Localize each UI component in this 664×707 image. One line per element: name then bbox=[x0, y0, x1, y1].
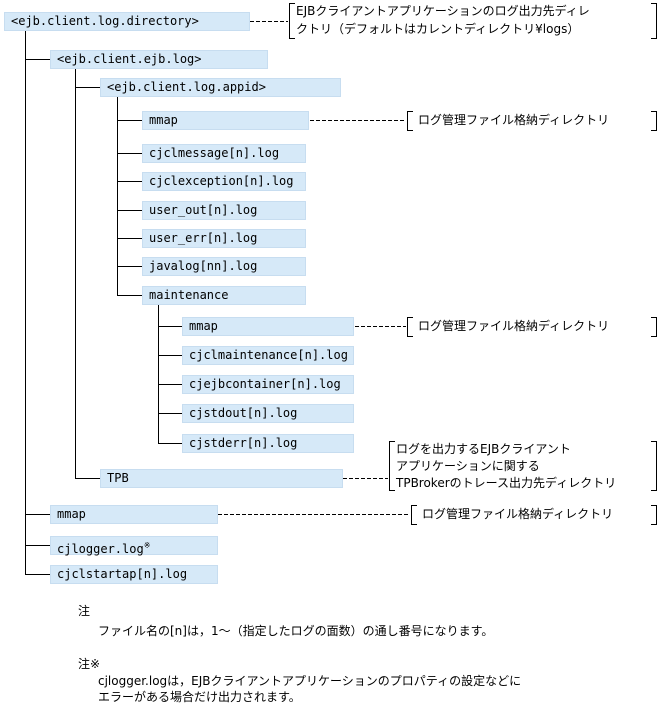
node-javalog: javalog[nn].log bbox=[142, 257, 306, 276]
footnote-mark: ※ bbox=[143, 541, 151, 550]
node-tpb: TPB bbox=[100, 469, 343, 488]
note-bracket-right bbox=[651, 317, 657, 337]
note-mmap-1: ログ管理ファイル格納ディレクトリ bbox=[418, 113, 610, 127]
note-bracket-right bbox=[651, 441, 657, 491]
node-cjstderr: cjstderr[n].log bbox=[182, 434, 354, 453]
node-cjstdout: cjstdout[n].log bbox=[182, 404, 354, 423]
cjlogger-label: cjlogger.log bbox=[57, 542, 144, 556]
note-bracket-left bbox=[389, 441, 395, 491]
note-mmap-3: ログ管理ファイル格納ディレクトリ bbox=[422, 507, 614, 521]
note-bracket-right bbox=[651, 505, 657, 525]
node-maintenance: maintenance bbox=[142, 286, 306, 305]
node-cjclexception: cjclexception[n].log bbox=[142, 172, 306, 191]
node-user-out: user_out[n].log bbox=[142, 201, 306, 220]
node-log-directory: <ejb.client.log.directory> bbox=[4, 12, 250, 31]
footnote-1-text: ファイル名の[n]は，1〜（指定したログの面数）の通し番号になります。 bbox=[98, 624, 494, 638]
note-bracket-right bbox=[651, 111, 657, 131]
note-tpb-line1: ログを出力するEJBクライアント bbox=[396, 442, 571, 456]
note-log-directory-line2: クトリ（デフォルトはカレントディレクトリ¥logs） bbox=[296, 22, 580, 36]
node-cjclmessage: cjclmessage[n].log bbox=[142, 144, 306, 163]
node-cjejbcontainer: cjejbcontainer[n].log bbox=[182, 375, 354, 394]
footnote-2-line1: cjlogger.logは，EJBクライアントアプリケーションのプロパティの設定… bbox=[98, 674, 522, 688]
footnote-1-title: 注 bbox=[78, 604, 91, 618]
note-bracket-left bbox=[289, 3, 295, 39]
note-bracket-right bbox=[651, 3, 657, 39]
node-cjlogger: cjlogger.log※ bbox=[50, 536, 218, 556]
node-ejb-log: <ejb.client.ejb.log> bbox=[50, 50, 268, 69]
node-appid: <ejb.client.log.appid> bbox=[100, 78, 341, 97]
note-log-directory-line1: EJBクライアントアプリケーションのログ出力先ディレ bbox=[296, 4, 590, 18]
footnote-2-title: 注※ bbox=[78, 657, 101, 671]
node-maint-mmap: mmap bbox=[182, 317, 354, 336]
note-bracket-left bbox=[411, 505, 417, 525]
node-cjclmaintenance: cjclmaintenance[n].log bbox=[182, 346, 354, 365]
node-log-mmap: mmap bbox=[50, 505, 218, 524]
note-bracket-left bbox=[407, 317, 413, 337]
node-appid-mmap: mmap bbox=[142, 111, 309, 130]
node-user-err: user_err[n].log bbox=[142, 229, 306, 248]
note-mmap-2: ログ管理ファイル格納ディレクトリ bbox=[418, 319, 610, 333]
note-tpb-line3: TPBrokerのトレース出力先ディレクトリ bbox=[396, 476, 617, 490]
note-bracket-left bbox=[407, 111, 413, 131]
note-tpb-line2: アプリケーションに関する bbox=[396, 459, 540, 473]
footnote-2-line2: エラーがある場合だけ出力されます。 bbox=[98, 690, 301, 704]
node-cjclstartap: cjclstartap[n].log bbox=[50, 565, 218, 584]
